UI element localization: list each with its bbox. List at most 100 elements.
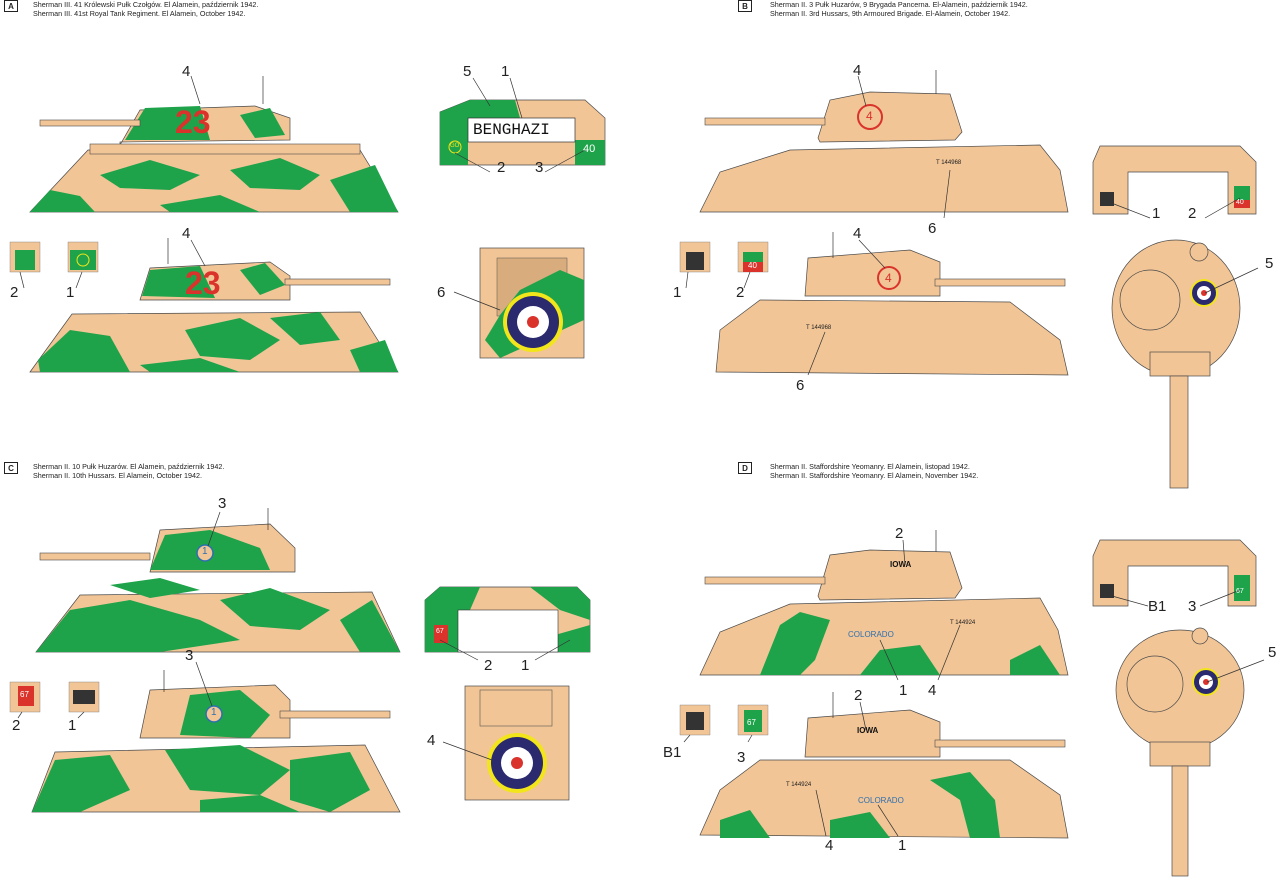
callout-a-2-bottom: 2 <box>10 284 18 301</box>
callout-lines-c <box>17 511 571 761</box>
decal-d-67-turret: 67 <box>1236 588 1244 595</box>
callout-d-5: 5 <box>1268 644 1276 661</box>
callout-b-2-bottom: 2 <box>736 284 744 301</box>
caption-a-pl: Sherman III. 41 Królewski Pułk Czołgów. … <box>33 0 259 9</box>
caption-d-en: Sherman II. Staffordshire Yeomanry. El A… <box>770 471 979 480</box>
callout-b-6-bottom: 6 <box>796 377 804 394</box>
callout-b-1-top: 1 <box>1152 205 1160 222</box>
tank-b-serial-bottom: T 144968 <box>806 325 832 331</box>
callout-a-1-top: 1 <box>501 63 509 80</box>
callout-numbers-b: 4 6 1 2 4 1 2 5 6 <box>673 62 1273 394</box>
panel-tag-a: A <box>4 0 18 12</box>
callout-a-4-bottom: 4 <box>182 225 190 242</box>
caption-b-pl: Sherman II. 3 Pułk Huzarów, 9 Brygada Pa… <box>770 0 1028 9</box>
callout-a-2-top: 2 <box>497 159 505 176</box>
callout-c-1-top: 1 <box>521 657 529 674</box>
tank-c-number-bottom: 1 <box>211 707 217 718</box>
callout-d-1-top: 1 <box>899 682 907 699</box>
callout-lines-a <box>19 75 586 311</box>
tank-d-side-bottom <box>699 692 1069 839</box>
callout-b-4-top: 4 <box>853 62 861 79</box>
callout-c-3-top: 3 <box>218 495 226 512</box>
decal-b-40: 40 <box>748 261 757 270</box>
callout-lines-d <box>683 539 1265 837</box>
decal-c-67-turret: 67 <box>436 628 444 635</box>
decals-d <box>679 704 769 736</box>
tank-b-number-bottom: 4 <box>885 271 892 285</box>
tank-b-number-top: 4 <box>866 109 873 123</box>
callout-c-3-bottom: 3 <box>185 647 193 664</box>
callout-d-1-bottom: 1 <box>898 837 906 854</box>
callout-c-2-bottom: 2 <box>12 717 20 734</box>
tank-b-side-bottom <box>715 232 1069 376</box>
callout-c-1-bottom: 1 <box>68 717 76 734</box>
callout-b-6-top: 6 <box>928 220 936 237</box>
turret-rear-a <box>439 99 606 166</box>
tank-c-number-top: 1 <box>202 546 208 557</box>
callout-numbers-c: 3 2 1 3 2 1 4 <box>12 495 529 749</box>
callout-lines-b <box>685 75 1259 376</box>
tank-c-side-bottom <box>31 670 401 813</box>
callout-b-4-bottom: 4 <box>853 225 861 242</box>
decal-b-40-turret: 40 <box>1236 199 1244 206</box>
callout-a-1-bottom: 1 <box>66 284 74 301</box>
tank-a-side-top <box>29 76 399 213</box>
tank-d-hull-name-bottom: COLORADO <box>858 796 904 805</box>
callout-d-3-top: 3 <box>1188 598 1196 615</box>
panel-tag-d: D <box>738 462 752 474</box>
decals-c <box>9 681 100 713</box>
caption-b-en: Sherman II. 3rd Hussars, 9th Armoured Br… <box>770 9 1011 18</box>
decal-a-go: GO <box>450 143 460 149</box>
decals-a <box>9 241 99 273</box>
panel-tag-c: C <box>4 462 18 474</box>
turret-rear-c <box>424 586 591 653</box>
callout-d-b1-bottom: B1 <box>663 744 681 761</box>
turret-top-b <box>1111 239 1241 489</box>
turret-rear-d <box>1092 539 1257 607</box>
tank-b-side-top <box>699 70 1069 213</box>
callout-b-2-top: 2 <box>1188 205 1196 222</box>
turret-rear-b <box>1092 145 1257 215</box>
tank-d-serial-bottom: T 144924 <box>786 782 812 788</box>
tank-a-number-bottom: 23 <box>185 265 221 301</box>
callout-d-2-top: 2 <box>895 525 903 542</box>
callout-d-2-bottom: 2 <box>854 687 862 704</box>
tank-d-serial-top: T 144924 <box>950 620 976 626</box>
caption-c-en: Sherman II. 10th Hussars. El Alamein, Oc… <box>33 471 202 480</box>
caption-a-en: Sherman III. 41st Royal Tank Regiment. E… <box>33 9 246 18</box>
tank-d-side-top <box>699 530 1069 676</box>
callout-a-4-top: 4 <box>182 63 190 80</box>
callout-d-4-bottom: 4 <box>825 837 833 854</box>
hull-rear-c <box>464 685 570 801</box>
tank-a-side-bottom <box>29 238 399 373</box>
decals-b <box>679 241 769 273</box>
hull-rear-a <box>479 247 585 359</box>
turret-top-d <box>1115 627 1245 877</box>
tank-d-turret-name-bottom: IOWA <box>857 726 879 735</box>
turret-a-name: BENGHAZI <box>473 121 550 139</box>
tank-d-hull-name-top: COLORADO <box>848 630 894 639</box>
callout-a-3: 3 <box>535 159 543 176</box>
tank-d-turret-name-top: IOWA <box>890 560 912 569</box>
decal-c-67: 67 <box>20 690 29 699</box>
caption-d-pl: Sherman II. Staffordshire Yeomanry. El A… <box>770 462 970 471</box>
panel-tag-b: B <box>738 0 752 12</box>
caption-c-pl: Sherman II. 10 Pułk Huzarów. El Alamein,… <box>33 462 225 471</box>
callout-c-4: 4 <box>427 732 435 749</box>
tank-b-serial-top: T 144968 <box>936 160 962 166</box>
decal-a-40: 40 <box>583 143 596 155</box>
decal-d-67: 67 <box>747 718 756 727</box>
callout-c-2-top: 2 <box>484 657 492 674</box>
callout-d-3-bottom: 3 <box>737 749 745 766</box>
tank-a-number-top: 23 <box>175 104 211 140</box>
callout-numbers-a: 4 5 1 2 3 4 2 1 6 <box>10 63 543 301</box>
callout-numbers-d: 2 1 4 B1 3 5 2 B1 3 4 1 <box>663 525 1276 854</box>
callout-a-5: 5 <box>463 63 471 80</box>
callout-d-4-top: 4 <box>928 682 936 699</box>
callout-b-5: 5 <box>1265 255 1273 272</box>
callout-d-b1-top: B1 <box>1148 598 1166 615</box>
